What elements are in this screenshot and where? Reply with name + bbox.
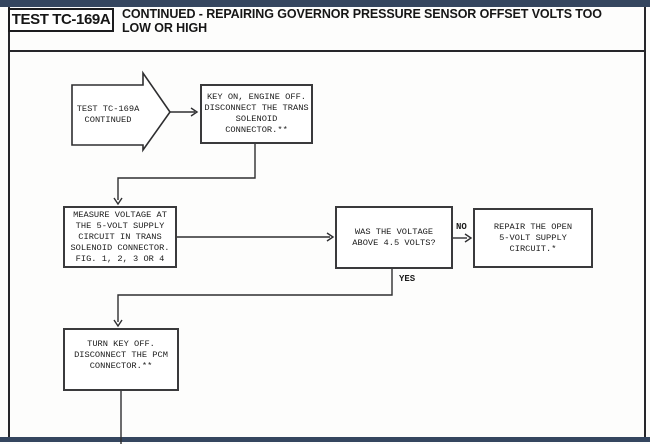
connector-keyon-measure (117, 144, 256, 200)
flowchart-node-turn-key-off: TURN KEY OFF. DISCONNECT THE PCM CONNECT… (63, 328, 179, 391)
top-border-bar (0, 0, 650, 7)
node-text: REPAIR THE OPEN 5-VOLT SUPPLY CIRCUIT.* (493, 221, 573, 254)
connector-yes-keyoff (117, 269, 393, 322)
page-left-border (8, 7, 10, 437)
arrowhead-into-decide (326, 232, 335, 242)
node-text: KEY ON, ENGINE OFF. DISCONNECT THE TRANS… (204, 92, 309, 135)
branch-label-yes: YES (398, 274, 417, 284)
arrowhead-into-repair (464, 233, 473, 243)
start-arrow-shape (71, 70, 171, 153)
flowchart-node-repair-circuit: REPAIR THE OPEN 5-VOLT SUPPLY CIRCUIT.* (473, 208, 593, 268)
test-id-box: TEST TC-169A (8, 8, 114, 32)
arrowhead-into-keyon (190, 107, 199, 117)
flowchart-start-node: TEST TC-169A CONTINUED (76, 104, 140, 125)
flowchart-node-measure-voltage: MEASURE VOLTAGE AT THE 5-VOLT SUPPLY CIR… (63, 206, 177, 268)
flowchart-node-key-on: KEY ON, ENGINE OFF. DISCONNECT THE TRANS… (200, 84, 313, 144)
page-title: CONTINUED - REPAIRING GOVERNOR PRESSURE … (122, 7, 602, 35)
node-text: TURN KEY OFF. DISCONNECT THE PCM CONNECT… (74, 339, 168, 371)
node-text: WAS THE VOLTAGE ABOVE 4.5 VOLTS? (352, 226, 436, 248)
flowchart-node-voltage-decision: WAS THE VOLTAGE ABOVE 4.5 VOLTS? (335, 206, 453, 269)
bottom-border-bar (0, 437, 650, 442)
header-divider-line (8, 50, 646, 52)
page-right-border (644, 7, 646, 437)
branch-label-no: NO (455, 222, 468, 232)
test-id-label: TEST TC-169A (11, 11, 111, 28)
node-text: MEASURE VOLTAGE AT THE 5-VOLT SUPPLY CIR… (70, 209, 170, 264)
arrowhead-into-measure (113, 197, 123, 206)
arrowhead-into-keyoff (113, 319, 123, 328)
